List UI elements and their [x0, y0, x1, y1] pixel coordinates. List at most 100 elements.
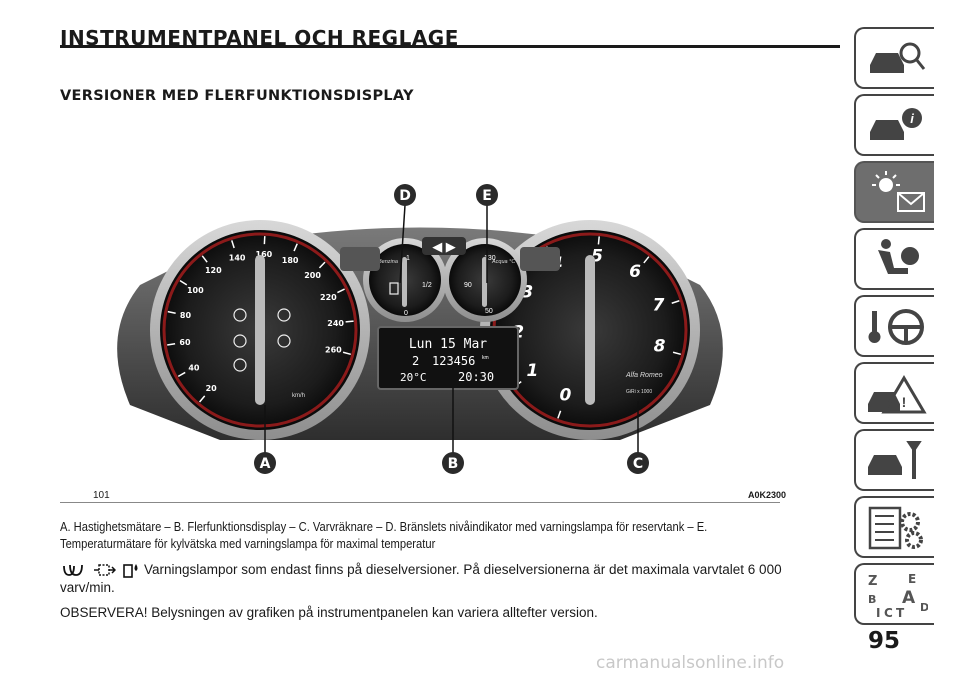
multifunction-display: Lun 15 Mar 2 123456 km 20°C 20:30: [377, 326, 519, 390]
dial-tick: [672, 351, 681, 356]
svg-text:123456: 123456: [432, 354, 475, 368]
svg-text:1/2: 1/2: [422, 282, 432, 289]
svg-text:I: I: [876, 606, 880, 619]
svg-text:◀ ▶: ◀ ▶: [432, 239, 456, 254]
caption-line-1: A. Hastighetsmätare – B. Flerfunktionsdi…: [60, 519, 708, 534]
car-info-icon: i: [870, 108, 922, 140]
dial-label: 240: [327, 319, 344, 328]
svg-text:20:30: 20:30: [458, 370, 494, 384]
dial-label: 220: [320, 293, 337, 302]
car-search-icon: [870, 42, 926, 73]
speedometer-ticks: [167, 236, 354, 403]
dial-tick: [337, 288, 345, 294]
fuel-gauge: Benzina 0 1/2 1: [363, 238, 447, 322]
dial-label: 260: [325, 346, 342, 355]
dial-tick: [167, 342, 176, 346]
dial-tick: [318, 261, 326, 269]
dial-tick: [179, 280, 188, 286]
callout-b-label: B: [448, 456, 459, 472]
watermark: carmanualsonline.info: [596, 653, 785, 673]
tab-car-search[interactable]: [854, 27, 934, 89]
callout-c-marker: [627, 452, 649, 474]
note-text: OBSERVERA! Belysningen av grafiken på in…: [60, 605, 598, 620]
temperature-gauge: Acqua °C 50 90 130: [443, 238, 527, 322]
tab-starting-driving[interactable]: [854, 295, 934, 357]
svg-text:!: !: [902, 394, 907, 410]
callout-e-label: E: [482, 188, 492, 204]
diesel-warning-icons: [60, 562, 140, 578]
svg-text:2: 2: [412, 354, 419, 368]
dial-label: 0: [559, 386, 571, 406]
svg-text:i: i: [910, 111, 914, 126]
svg-text:B: B: [868, 593, 876, 606]
svg-text:130: 130: [484, 255, 496, 262]
svg-text:A: A: [902, 588, 916, 608]
dial-label: 100: [187, 286, 204, 295]
dial-label: 180: [282, 256, 299, 265]
dial-tick: [557, 410, 562, 419]
glow-plug-icon: [63, 564, 83, 576]
dial-tick: [231, 240, 235, 249]
warning-light-message-icon: [872, 171, 925, 212]
dial-tick: [342, 351, 351, 356]
car-accident-icon: !: [868, 375, 927, 414]
callout-c-label: C: [633, 456, 643, 472]
svg-text:Z: Z: [868, 574, 877, 589]
svg-text:20°C: 20°C: [400, 371, 427, 384]
tab-maintenance[interactable]: [854, 429, 934, 491]
figure-caption: A. Hastighetsmätare – B. Flerfunktionsdi…: [60, 518, 714, 552]
dial-label: 40: [188, 364, 200, 373]
callout-d-marker: [394, 184, 416, 206]
water-in-fuel-icon: [123, 564, 138, 578]
dial-tick: [201, 255, 208, 263]
figure-number: 101: [93, 490, 110, 501]
svg-text:90: 90: [464, 282, 472, 289]
speed-unit: km/h: [292, 393, 305, 399]
svg-text:50: 50: [485, 308, 493, 315]
dial-tick: [167, 310, 176, 314]
dial-tick: [643, 256, 650, 264]
brand-logo: Alfa Romeo: [625, 372, 663, 379]
svg-text:Acqua °C: Acqua °C: [491, 259, 515, 265]
callout-e-marker: [476, 184, 498, 206]
dial-label: 6: [629, 262, 641, 282]
callout-a-marker: [254, 452, 276, 474]
svg-text:0: 0: [404, 310, 408, 317]
page-number: 95: [868, 628, 901, 654]
svg-text:C: C: [884, 606, 893, 619]
caption-line-2: Temperaturmätare för kylvätska med varni…: [60, 536, 436, 551]
tab-safety[interactable]: [854, 228, 934, 290]
car-service-icon: [868, 441, 922, 479]
tachometer: 012345678 GiRi x 1000 Alfa Romeo: [480, 220, 700, 440]
tab-warning-lights[interactable]: [854, 161, 934, 223]
svg-text:D: D: [920, 601, 928, 614]
svg-text:E: E: [908, 572, 916, 586]
dial-label: 5: [591, 246, 603, 266]
dial-tick: [345, 320, 354, 323]
dial-label: 8: [654, 337, 666, 357]
tach-unit: GiRi x 1000: [626, 389, 652, 395]
tab-emergency[interactable]: !: [854, 362, 934, 424]
title-rule: [60, 45, 840, 48]
warning-text-1: Varningslampor som endast finns på diese…: [144, 562, 782, 577]
svg-text:Lun 15 Mar: Lun 15 Mar: [409, 337, 487, 352]
callout-b-marker: [442, 452, 464, 474]
callout-d-label: D: [399, 188, 411, 204]
dial-label: 1: [526, 361, 538, 381]
dial-label: 120: [205, 266, 222, 275]
section-title: VERSIONER MED FLERFUNKTIONSDISPLAY: [60, 88, 414, 104]
dial-tick: [293, 243, 298, 252]
dial-label: 160: [256, 250, 273, 259]
tab-car-info[interactable]: i: [854, 94, 934, 156]
dial-label: 60: [179, 338, 191, 347]
airbag-seat-icon: [878, 239, 919, 274]
warning-text-2: varv/min.: [60, 580, 115, 595]
svg-text:km: km: [482, 355, 489, 361]
figure-code: A0K2300: [748, 490, 787, 500]
tab-technical-data[interactable]: [854, 496, 934, 558]
